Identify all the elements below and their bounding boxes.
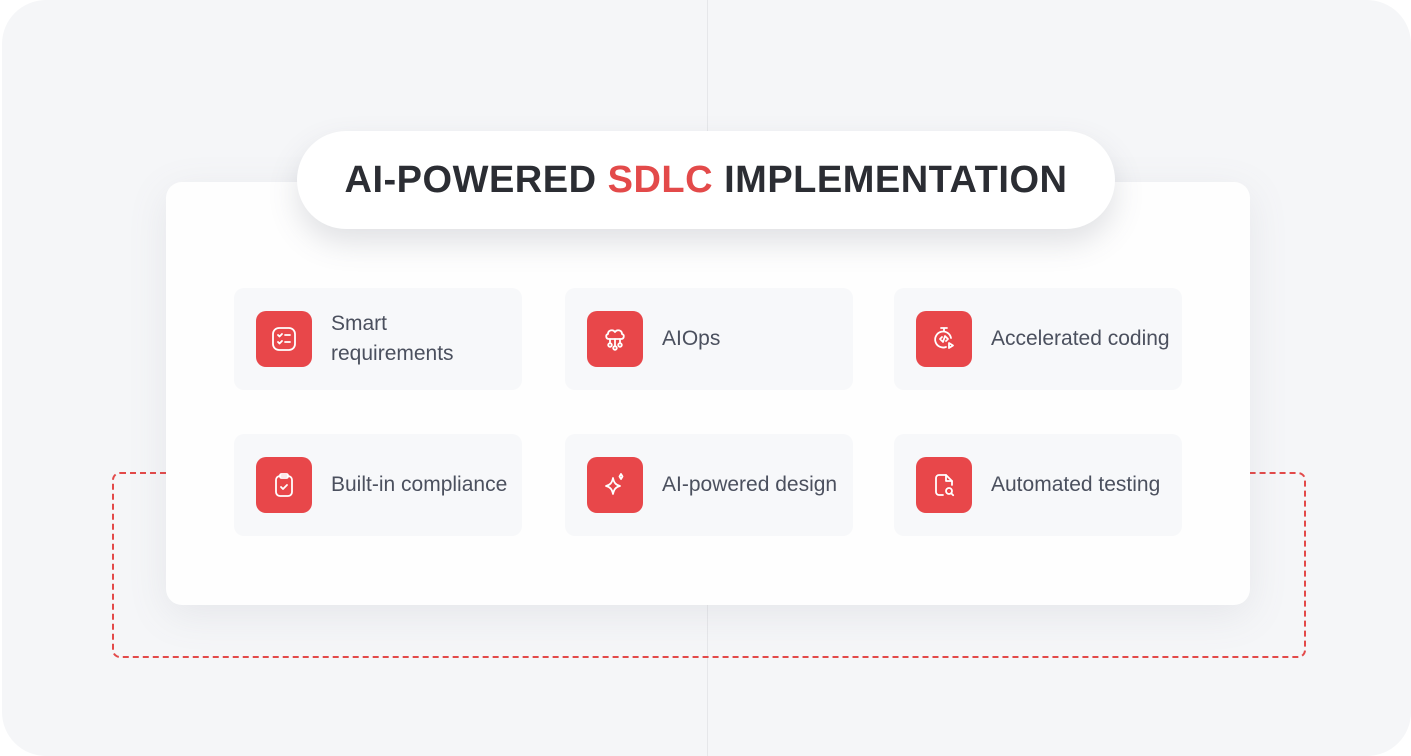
feature-label: Built-in compliance <box>331 473 508 496</box>
clipboard-check-icon <box>256 457 312 513</box>
sparkle-icon <box>587 457 643 513</box>
feature-smart-requirements: Smart requirements <box>234 288 522 390</box>
feature-label: Smart requirements <box>331 312 454 365</box>
checklist-icon <box>256 311 312 367</box>
feature-label: Accelerated coding <box>991 327 1170 350</box>
feature-automated-testing: Automated testing <box>894 434 1182 536</box>
title-highlight: SDLC <box>607 158 714 201</box>
feature-aiops: AIOps <box>565 288 853 390</box>
feature-ai-powered-design: AI-powered design <box>565 434 853 536</box>
features-card <box>166 182 1250 605</box>
feature-accelerated-coding: Accelerated coding <box>894 288 1182 390</box>
title-prefix: AI-POWERED <box>344 158 608 201</box>
feature-label: Automated testing <box>991 473 1161 496</box>
feature-label: AIOps <box>662 327 721 350</box>
document-search-icon <box>916 457 972 513</box>
feature-label: AI-powered design <box>662 473 838 496</box>
cloud-network-icon <box>587 311 643 367</box>
page-title: AI-POWERED SDLC IMPLEMENTATION <box>345 159 1068 202</box>
stopwatch-code-icon <box>916 311 972 367</box>
title-pill: AI-POWERED SDLC IMPLEMENTATION <box>297 131 1115 229</box>
title-suffix: IMPLEMENTATION <box>713 158 1068 201</box>
feature-built-in-compliance: Built-in compliance <box>234 434 522 536</box>
